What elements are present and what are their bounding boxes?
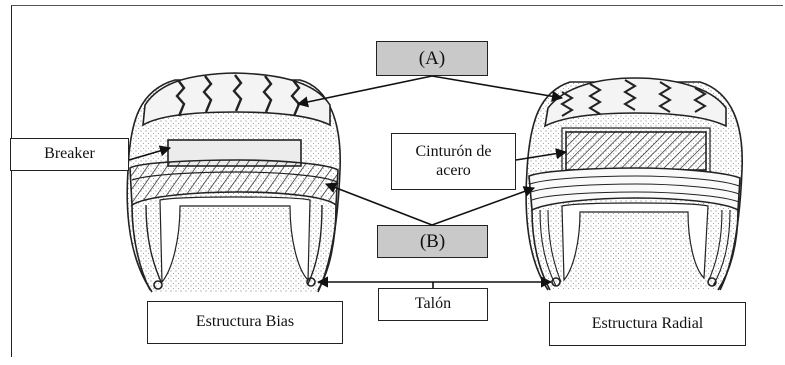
arrow-b-to-bias-plies bbox=[326, 184, 432, 225]
label-b: (B) bbox=[377, 225, 488, 258]
radial-tire bbox=[526, 78, 742, 290]
label-breaker: Breaker bbox=[10, 138, 129, 171]
label-estructura-bias: Estructura Bias bbox=[147, 301, 343, 344]
label-talon: Talón bbox=[378, 288, 488, 321]
label-estructura-radial: Estructura Radial bbox=[549, 302, 746, 346]
bias-tire bbox=[127, 73, 340, 292]
label-a: (A) bbox=[376, 41, 488, 76]
arrow-b-to-radial-plies bbox=[432, 188, 534, 225]
arrow-a-to-radial-tread bbox=[432, 76, 562, 98]
label-cinturon-de-acero: Cinturón de acero bbox=[391, 133, 516, 190]
radial-steel-belt bbox=[566, 132, 706, 170]
